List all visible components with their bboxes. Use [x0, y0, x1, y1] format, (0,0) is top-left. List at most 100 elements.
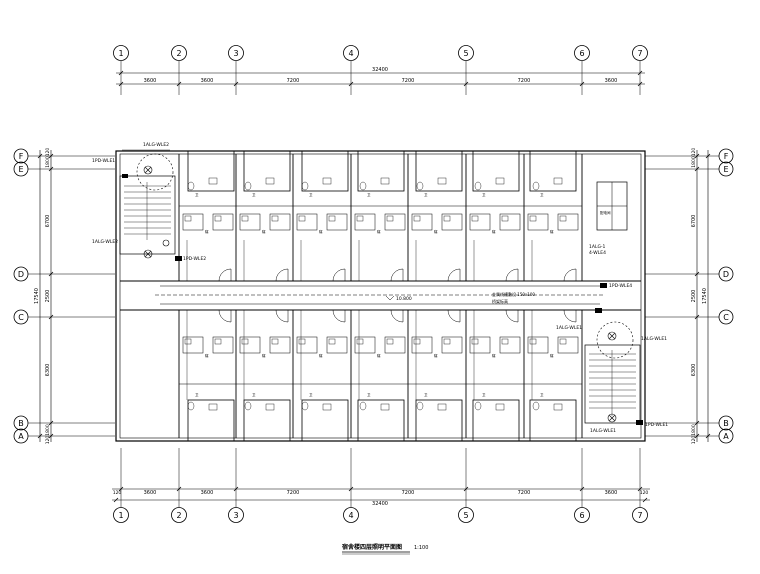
svg-text:6: 6 — [579, 49, 584, 58]
bed — [354, 336, 376, 354]
label-panel-rc: 1ALG-WLE1 — [556, 325, 582, 331]
room-label: 寝 — [205, 229, 209, 234]
door-arc — [447, 309, 461, 323]
axis-bubble-top-7: 7 — [632, 45, 648, 61]
dim-bottom-span-1: 3600 — [144, 490, 157, 496]
bed — [354, 213, 376, 231]
svg-text:7: 7 — [637, 49, 642, 58]
bath-label: 卫 — [309, 193, 313, 197]
bath-label: 卫 — [424, 393, 428, 397]
bed — [441, 336, 463, 354]
left-axis-labels: F E D C B A — [13, 148, 29, 444]
axis-bubble-bottom-7: 7 — [632, 507, 648, 523]
bed — [557, 213, 579, 231]
axis-bubble-right-A: A — [718, 428, 734, 444]
toilet — [244, 181, 252, 191]
room-label: 寝 — [319, 353, 323, 358]
axis-bubble-bottom-1: 1 — [113, 507, 129, 523]
svg-text:D: D — [723, 270, 729, 279]
dim-bottom-span-2: 3600 — [201, 490, 214, 496]
bed — [239, 213, 261, 231]
door-arc — [275, 268, 289, 282]
dim-top-total: 32400 — [372, 67, 388, 73]
bed — [384, 213, 406, 231]
toilet — [359, 181, 367, 191]
axis-bubble-bottom-2: 2 — [171, 507, 187, 523]
svg-text:A: A — [723, 432, 729, 441]
bath-label: 卫 — [195, 193, 199, 197]
svg-text:A: A — [18, 432, 24, 441]
annotations: 1ALG-WLE2 1PD-WLE1 1ALG-WLE2 1PD-WLE2 10… — [92, 142, 668, 434]
dim-top-span-6: 3600 — [605, 78, 618, 84]
bed — [499, 213, 521, 231]
bed — [296, 213, 318, 231]
axis-bubble-top-3: 3 — [228, 45, 244, 61]
axis-bubble-left-B: B — [13, 415, 29, 431]
dim-right-small-bottom: 1800 — [691, 424, 697, 436]
doors — [186, 240, 577, 400]
axis-bubble-top-5: 5 — [458, 45, 474, 61]
door-arc — [447, 268, 461, 282]
lighting-fixtures — [122, 149, 634, 423]
door-arc — [275, 309, 289, 323]
door-arc — [390, 309, 404, 323]
label-stair-tl2: 1PD-WLE1 — [92, 158, 115, 164]
svg-text:5: 5 — [463, 511, 468, 520]
label-stair-tl: 1ALG-WLE2 — [143, 142, 169, 148]
dim-left-span-3: 6300 — [45, 364, 51, 377]
label-panel-ml: 1PD-WLE2 — [183, 256, 206, 262]
dim-bottom-edge-left: 120 — [113, 490, 122, 496]
sink — [495, 403, 505, 411]
bottom-dimension-lines: 120 120 3600 3600 7200 7200 7200 3600 32… — [112, 448, 650, 507]
bath-label: 卫 — [195, 393, 199, 397]
door-arc — [505, 268, 519, 282]
axis-bubble-top-1: 1 — [113, 45, 129, 61]
svg-text:4: 4 — [348, 511, 353, 520]
toilet — [416, 401, 424, 411]
sink — [437, 403, 447, 411]
dim-bottom-edge-right: 120 — [640, 490, 649, 496]
right-dimension-lines: 6700 2500 6300 17540 1800 120 1800 120 — [691, 148, 711, 444]
axis-bubble-left-F: F — [13, 148, 29, 164]
door-arc — [563, 309, 577, 323]
sink — [553, 177, 563, 185]
sink — [322, 177, 332, 185]
svg-text:C: C — [723, 313, 729, 322]
label-stair-ml: 1ALG-WLE2 — [92, 239, 118, 245]
axis-bubble-right-F: F — [718, 148, 734, 164]
drawing-title: 宿舍楼四层照明平面图 1:100 — [342, 543, 428, 555]
label-stair-br: 1PD-WLE1 — [645, 422, 668, 428]
dim-top-span-3: 7200 — [287, 78, 300, 84]
dim-right-small-top2: 120 — [691, 148, 697, 157]
electrical-panels — [122, 174, 643, 425]
dim-left-span-2: 2500 — [45, 290, 51, 303]
axis-bubble-top-2: 2 — [171, 45, 187, 61]
stair-top-left — [119, 175, 176, 255]
room-label: 寝 — [550, 353, 554, 358]
dim-right-span-3: 6300 — [691, 364, 697, 377]
sink — [208, 177, 218, 185]
room-label: 寝 — [319, 229, 323, 234]
sink — [380, 177, 390, 185]
bed — [469, 213, 491, 231]
room-label: 寝 — [434, 229, 438, 234]
svg-text:1: 1 — [118, 49, 123, 58]
axis-bubble-right-B: B — [718, 415, 734, 431]
svg-text:5: 5 — [463, 49, 468, 58]
room-label: 寝 — [550, 229, 554, 234]
bed — [557, 336, 579, 354]
title-main: 宿舍楼四层照明平面图 — [342, 543, 402, 551]
axis-bubble-right-D: D — [718, 266, 734, 282]
bath-label: 卫 — [367, 193, 371, 197]
top-axis-labels: 1 2 3 4 5 6 7 — [113, 45, 648, 61]
building-walls — [115, 150, 646, 442]
room-label: 寝 — [377, 229, 381, 234]
bed — [527, 213, 549, 231]
bed — [269, 336, 291, 354]
svg-text:F: F — [19, 152, 24, 161]
dim-right-span-2: 2500 — [691, 290, 697, 303]
toilet — [301, 181, 309, 191]
dim-left-small-bottom2: 120 — [45, 436, 51, 445]
bed — [441, 213, 463, 231]
bed — [469, 336, 491, 354]
